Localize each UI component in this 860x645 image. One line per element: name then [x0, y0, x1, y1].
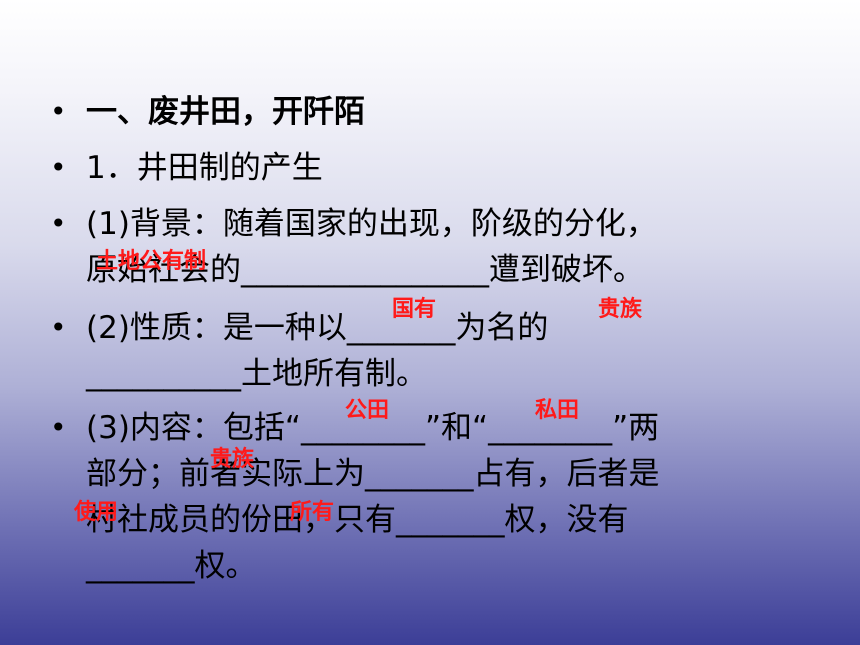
content-line-3: 村社成员的份田，只有_______权，没有 — [86, 502, 629, 538]
answer-usage: 使用 — [74, 500, 119, 525]
content-line-4: _______权。 — [86, 548, 257, 584]
answer-land-public-ownership: 土地公有制 — [96, 249, 207, 274]
bullet: • — [50, 207, 67, 240]
answer-nobility-2: 贵族 — [210, 447, 255, 472]
background-line-1: (1)背景：随着国家的出现，阶级的分化， — [86, 206, 657, 242]
bullet: • — [50, 151, 67, 184]
answer-public-field: 公田 — [345, 398, 390, 423]
answer-state-owned: 国有 — [392, 297, 437, 322]
nature-line-2: __________土地所有制。 — [86, 356, 427, 392]
nature-line-1: (2)性质：是一种以_______为名的 — [86, 310, 549, 346]
bullet: • — [50, 311, 67, 344]
subheading: 1．井田制的产生 — [86, 150, 323, 186]
section-heading: 一、废井田，开阡陌 — [86, 94, 365, 130]
answer-ownership: 所有 — [290, 500, 335, 525]
answer-nobility-1: 贵族 — [598, 297, 643, 322]
background-line-2: 原始社会的________________遭到破坏。 — [86, 252, 644, 288]
content-line-2: 部分；前者实际上为_______占有，后者是 — [86, 456, 660, 492]
bullet: • — [50, 95, 67, 128]
content-line-1: (3)内容：包括“________”和“________”两 — [86, 410, 660, 446]
answer-private-field: 私田 — [535, 398, 580, 423]
bullet: • — [50, 411, 67, 444]
